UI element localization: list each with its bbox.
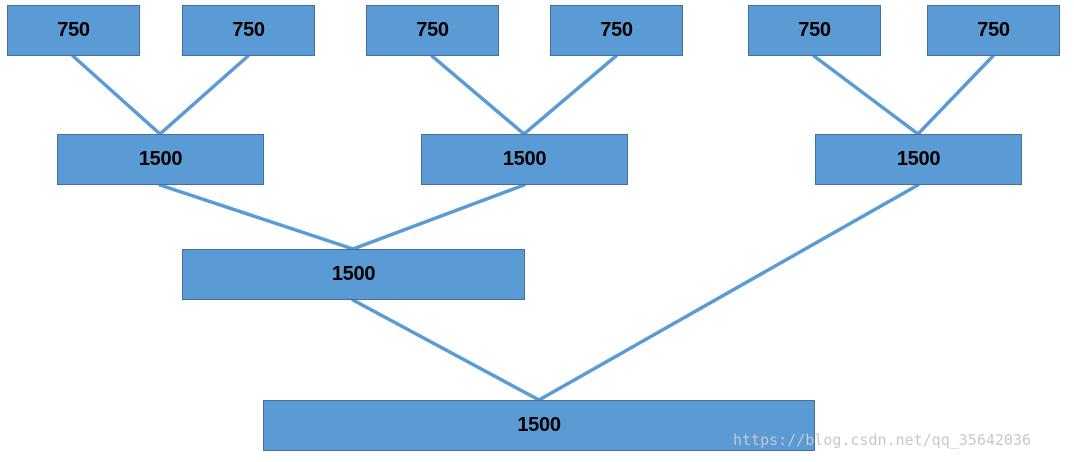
node-label: 1500 [502,148,547,170]
node-750-d: 750 [550,5,683,56]
node-label: 1500 [896,148,941,170]
node-750-c: 750 [366,5,499,56]
connector-l2-1-to-l3-1 [351,298,541,402]
node-1500-level1-a: 1500 [57,134,264,185]
node-label: 1500 [517,414,561,436]
connector-l0-6-to-l1-3 [916,54,995,136]
node-label: 750 [416,19,449,41]
node-1500-root: 1500 [263,400,815,451]
connector-l0-3-to-l1-2 [430,54,526,136]
connector-l0-1-to-l1-1 [71,54,162,136]
node-750-f: 750 [927,5,1060,56]
node-label: 1500 [331,263,376,285]
connector-l1-1-to-l2-1 [158,183,355,251]
node-label: 750 [57,19,90,41]
node-label: 1500 [138,148,183,170]
watermark: https://blog.csdn.net/qq_35642036 [733,431,1032,449]
node-1500-level1-b: 1500 [421,134,628,185]
node-label: 750 [798,19,831,41]
node-label: 750 [232,19,265,41]
node-750-e: 750 [748,5,881,56]
connector-l0-2-to-l1-1 [158,54,250,136]
connector-l1-3-to-l3-1 [537,183,920,402]
node-750-a: 750 [7,5,140,56]
node-label: 750 [600,19,633,41]
node-1500-level2: 1500 [182,249,525,300]
node-label: 750 [977,19,1010,41]
connector-l0-4-to-l1-2 [522,54,618,136]
connector-l1-2-to-l2-1 [351,183,526,251]
connector-l0-5-to-l1-3 [812,54,920,136]
node-1500-level1-c: 1500 [815,134,1022,185]
node-750-b: 750 [182,5,315,56]
